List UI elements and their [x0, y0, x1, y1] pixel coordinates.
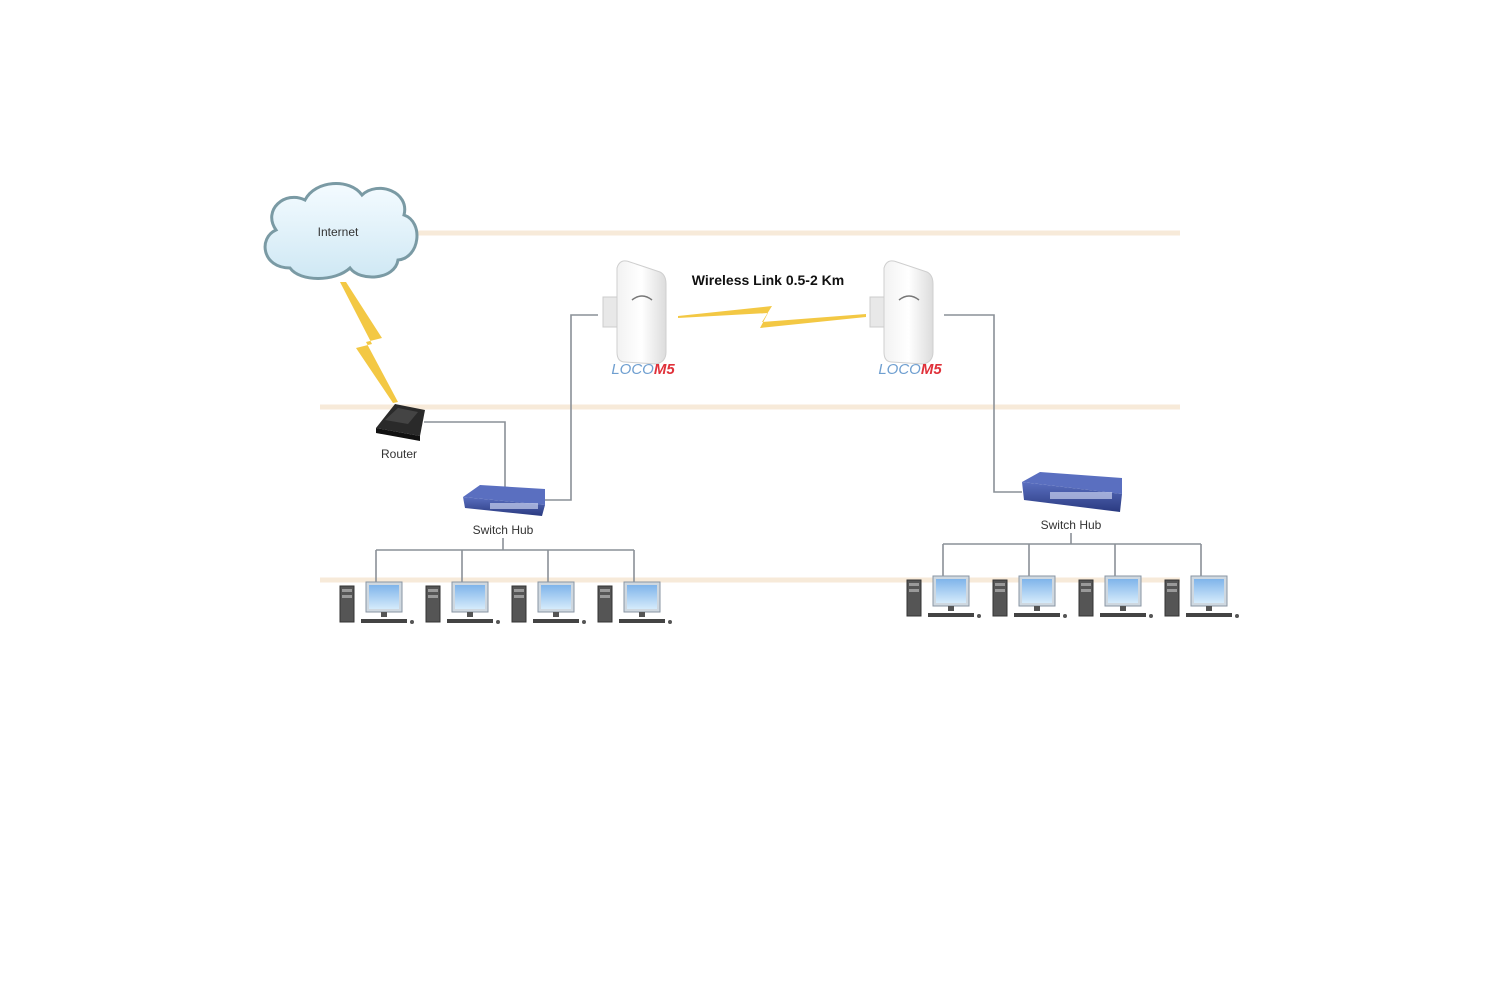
computer-icon [906, 575, 981, 618]
internet-cloud: Internet [263, 182, 419, 280]
internet-label: Internet [318, 225, 359, 239]
lightning-icon [340, 282, 398, 403]
computer-icon [511, 581, 586, 624]
router-to-switch-cable [424, 421, 506, 487]
switch-hub-right: Switch Hub [1022, 472, 1122, 532]
ap-brand-label: LOCOM5 [611, 361, 675, 378]
switch-to-ap-cable [543, 314, 598, 501]
switch-hub-left: Switch Hub [463, 485, 545, 537]
access-point-right: LOCOM5 [869, 260, 942, 378]
computer-icon [992, 575, 1067, 618]
computer-icon [1164, 575, 1239, 618]
computer-icon [425, 581, 500, 624]
switch-hub-label: Switch Hub [473, 523, 534, 537]
wireless-link-label: Wireless Link 0.5-2 Km [692, 272, 844, 288]
computer-icon [1078, 575, 1153, 618]
computer-icon [597, 581, 672, 624]
lan-trees [339, 533, 1239, 624]
wireless-lightning-icon [678, 306, 866, 328]
ap-to-switch-cable [944, 314, 1022, 493]
computer-icon [339, 581, 414, 624]
access-point-left: LOCOM5 [602, 260, 675, 378]
ap-brand-label: LOCOM5 [878, 361, 942, 378]
router-label: Router [381, 447, 417, 461]
switch-hub-label: Switch Hub [1041, 518, 1102, 532]
router-device: Router [376, 404, 425, 461]
